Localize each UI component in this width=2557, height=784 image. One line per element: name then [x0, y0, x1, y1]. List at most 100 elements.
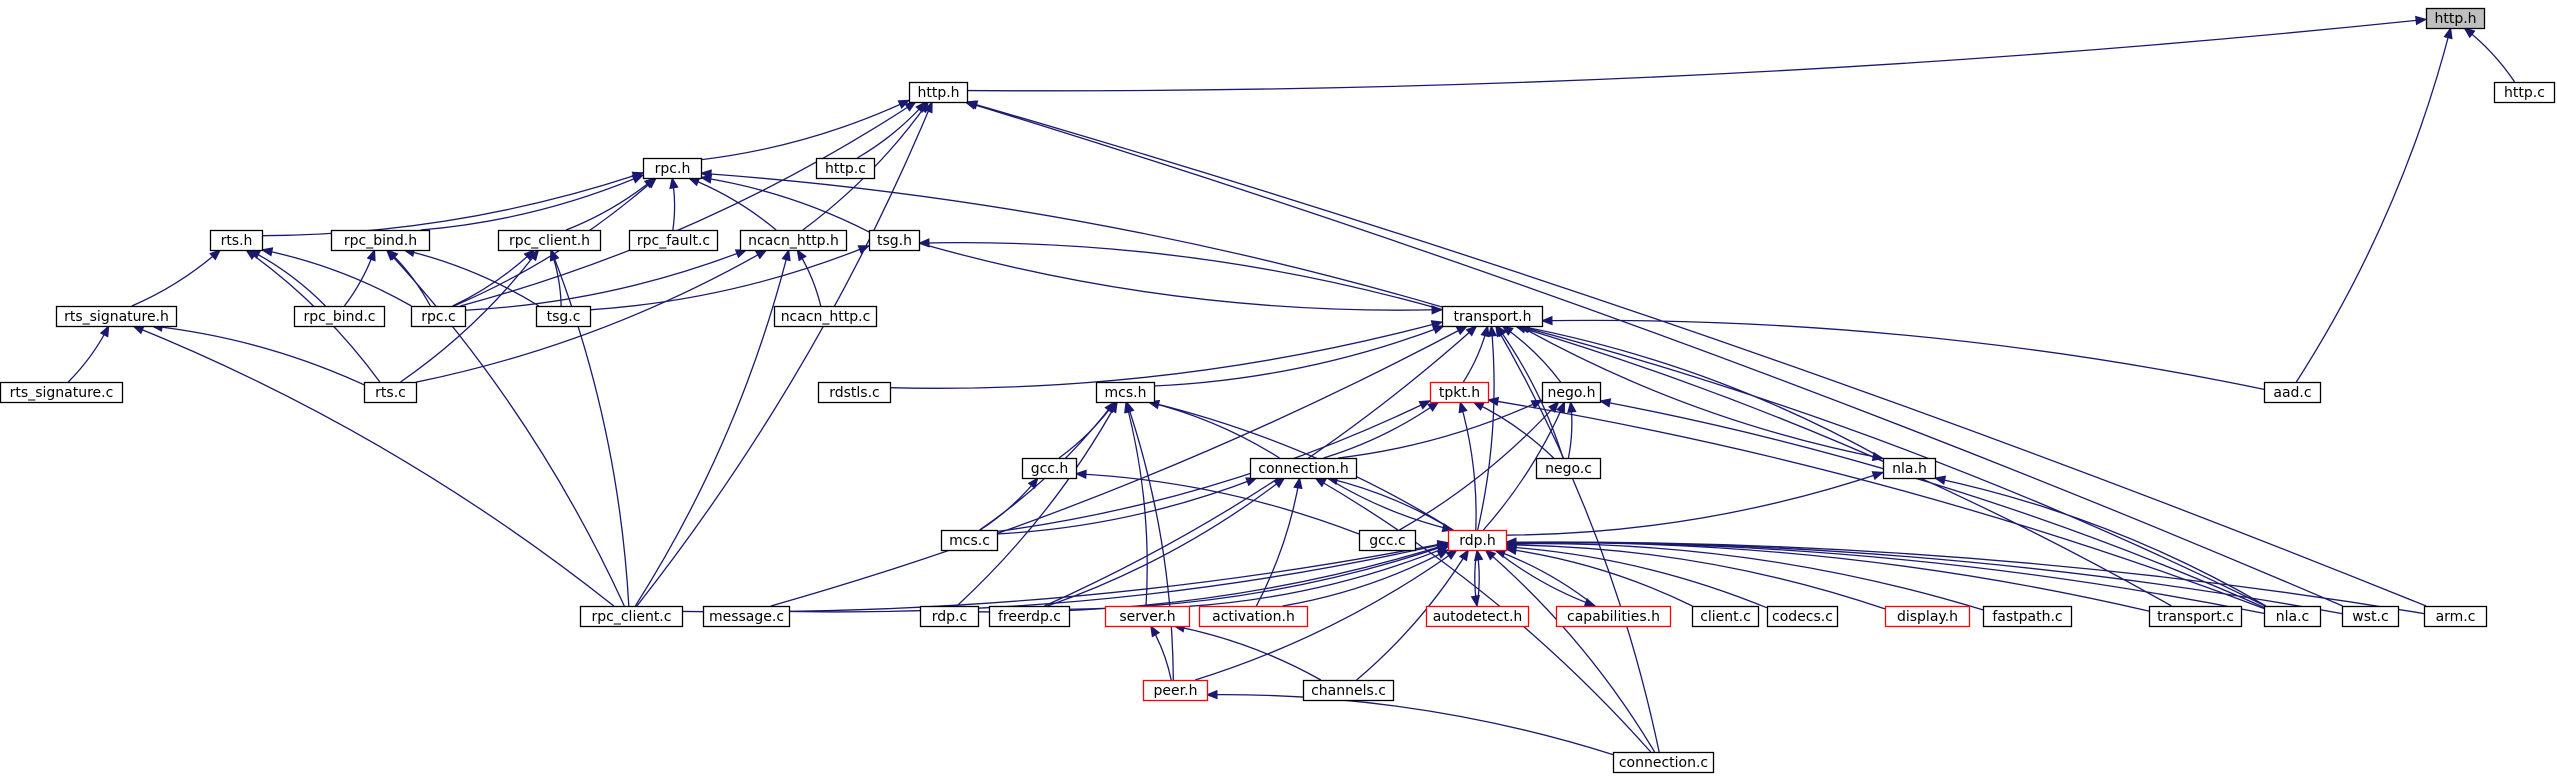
edge-rts_signature_h-to-rts_c: [150, 322, 365, 386]
node-box: [1198, 605, 1309, 628]
node-arm-c[interactable]: arm.c: [2423, 605, 2488, 628]
node-nla-h[interactable]: nla.h: [1882, 457, 1937, 480]
edge-line: [1505, 546, 1768, 609]
edge-mcs_h-to-gcc_h: [1058, 400, 1116, 459]
edge-tpkt_h-to-mcs_c: [996, 400, 1432, 533]
edge-tpkt_h-to-rdp_h: [1458, 400, 1477, 531]
node-mcs-c[interactable]: mcs.c: [940, 529, 999, 552]
node-peer-h[interactable]: peer.h: [1142, 679, 1209, 702]
arrowhead: [1583, 597, 1597, 607]
node-tpkt-h[interactable]: tpkt.h: [1429, 381, 1490, 404]
edge-rdp_h-to-client_c: [1504, 545, 1693, 607]
arrowhead: [796, 248, 807, 262]
node-freerdp-c[interactable]: freerdp.c: [988, 605, 1071, 628]
node-label: display.h: [1897, 609, 1958, 625]
node-label: transport.h: [1453, 309, 1531, 325]
node-box: [209, 229, 264, 252]
node-box: [1142, 679, 1209, 702]
node-rpc-bind-h[interactable]: rpc_bind.h: [330, 229, 431, 252]
edge-line: [131, 249, 221, 307]
node-box: [815, 157, 876, 180]
node-transport-h[interactable]: transport.h: [1441, 305, 1544, 328]
node-box: [940, 529, 999, 552]
node-client-c[interactable]: client.c: [1691, 605, 1760, 628]
node-activation-h[interactable]: activation.h: [1198, 605, 1309, 628]
node-codecs-c[interactable]: codecs.c: [1766, 605, 1839, 628]
node-gcc-h[interactable]: gcc.h: [1021, 457, 1078, 480]
node-connection-c[interactable]: connection.c: [1612, 751, 1715, 774]
edge-line: [1153, 325, 1444, 387]
arrowhead: [1501, 325, 1514, 336]
node-ncacn-http-c[interactable]: ncacn_http.c: [773, 305, 878, 328]
edge-line: [966, 18, 2427, 92]
node-rpc-fault-c[interactable]: rpc_fault.c: [628, 229, 719, 252]
node-display-h[interactable]: display.h: [1884, 605, 1971, 628]
arrowhead: [1556, 400, 1566, 414]
node-ncacn-http-h[interactable]: ncacn_http.h: [739, 229, 848, 252]
node-server-h[interactable]: server.h: [1104, 605, 1191, 628]
node-rts-signature-h[interactable]: rts_signature.h: [55, 305, 178, 328]
node-rpc-client-c[interactable]: rpc_client.c: [579, 605, 684, 628]
edge-line: [856, 101, 927, 159]
edge-line: [2295, 27, 2452, 383]
node-http-c[interactable]: http.c: [815, 157, 876, 180]
edge-line: [1505, 543, 1984, 611]
node-connection-h[interactable]: connection.h: [1249, 457, 1358, 480]
arrowhead: [1486, 396, 1500, 407]
edge-line: [788, 542, 1449, 613]
node-rdp-h[interactable]: rdp.h: [1447, 529, 1508, 552]
node-nego-h[interactable]: nego.h: [1541, 381, 1602, 404]
node-box: [293, 305, 386, 328]
node-rpc-client-h[interactable]: rpc_client.h: [497, 229, 602, 252]
node-autodetect-h[interactable]: autodetect.h: [1425, 605, 1530, 628]
node-fastpath-c[interactable]: fastpath.c: [1982, 605, 2073, 628]
node-label: http.h: [2434, 11, 2476, 27]
arrowhead: [1871, 451, 1885, 462]
node-http-h-top: http.h: [2425, 7, 2486, 30]
node-tsg-h[interactable]: tsg.h: [868, 229, 921, 252]
node-rts-signature-c[interactable]: rts_signature.c: [0, 381, 124, 404]
node-channels-c[interactable]: channels.c: [1302, 679, 1395, 702]
node-gcc-c[interactable]: gcc.c: [1358, 529, 1417, 552]
edge-rpc_h-to-tsg_h: [699, 174, 870, 233]
node-wst-c[interactable]: wst.c: [2341, 605, 2400, 628]
node-http-h[interactable]: http.h: [908, 81, 969, 104]
node-aad-c[interactable]: aad.c: [2263, 381, 2322, 404]
arrowhead: [99, 324, 110, 338]
node-box: [55, 305, 178, 328]
node-box: [330, 229, 431, 252]
node-rdstls-c[interactable]: rdstls.c: [817, 381, 892, 404]
node-rts-h[interactable]: rts.h: [209, 229, 264, 252]
node-http-c-right[interactable]: http.c: [2493, 81, 2556, 104]
node-rpc-h[interactable]: rpc.h: [642, 157, 703, 180]
edge-line: [966, 101, 2427, 607]
edge-rpc_h-to-rpc_bind_h: [420, 174, 645, 231]
node-message-c[interactable]: message.c: [702, 605, 791, 628]
edge-line: [1058, 401, 1116, 459]
edge-rpc_bind_h-to-tsg_c: [402, 247, 540, 307]
arrowhead: [1487, 324, 1498, 337]
edge-line: [460, 101, 917, 307]
node-label: connection.c: [1619, 755, 1708, 771]
node-label: server.h: [1119, 609, 1175, 625]
node-rts-c[interactable]: rts.c: [363, 381, 418, 404]
node-nego-c[interactable]: nego.c: [1535, 457, 1602, 480]
edges-layer: [67, 15, 2516, 756]
edge-ncacn_http_h-to-rpc_c: [464, 249, 748, 311]
node-transport-c[interactable]: transport.c: [2148, 605, 2243, 628]
node-capabilities-h[interactable]: capabilities.h: [1555, 605, 1672, 628]
node-label: rpc.c: [421, 309, 456, 325]
arrowhead: [1484, 549, 1497, 561]
node-label: connection.h: [1258, 461, 1348, 477]
node-nla-c[interactable]: nla.c: [2263, 605, 2322, 628]
node-rpc-bind-c[interactable]: rpc_bind.c: [293, 305, 386, 328]
node-label: rts.h: [221, 233, 253, 249]
node-tsg-c[interactable]: tsg.c: [535, 305, 592, 328]
node-label: http.c: [2504, 85, 2545, 101]
node-rpc-c[interactable]: rpc.c: [410, 305, 467, 328]
node-mcs-h[interactable]: mcs.h: [1095, 381, 1156, 404]
edge-line: [464, 249, 747, 311]
edge-rdp_h-to-rdp_c: [977, 542, 1450, 613]
edge-line: [965, 101, 2343, 607]
node-rdp-c[interactable]: rdp.c: [919, 605, 980, 628]
